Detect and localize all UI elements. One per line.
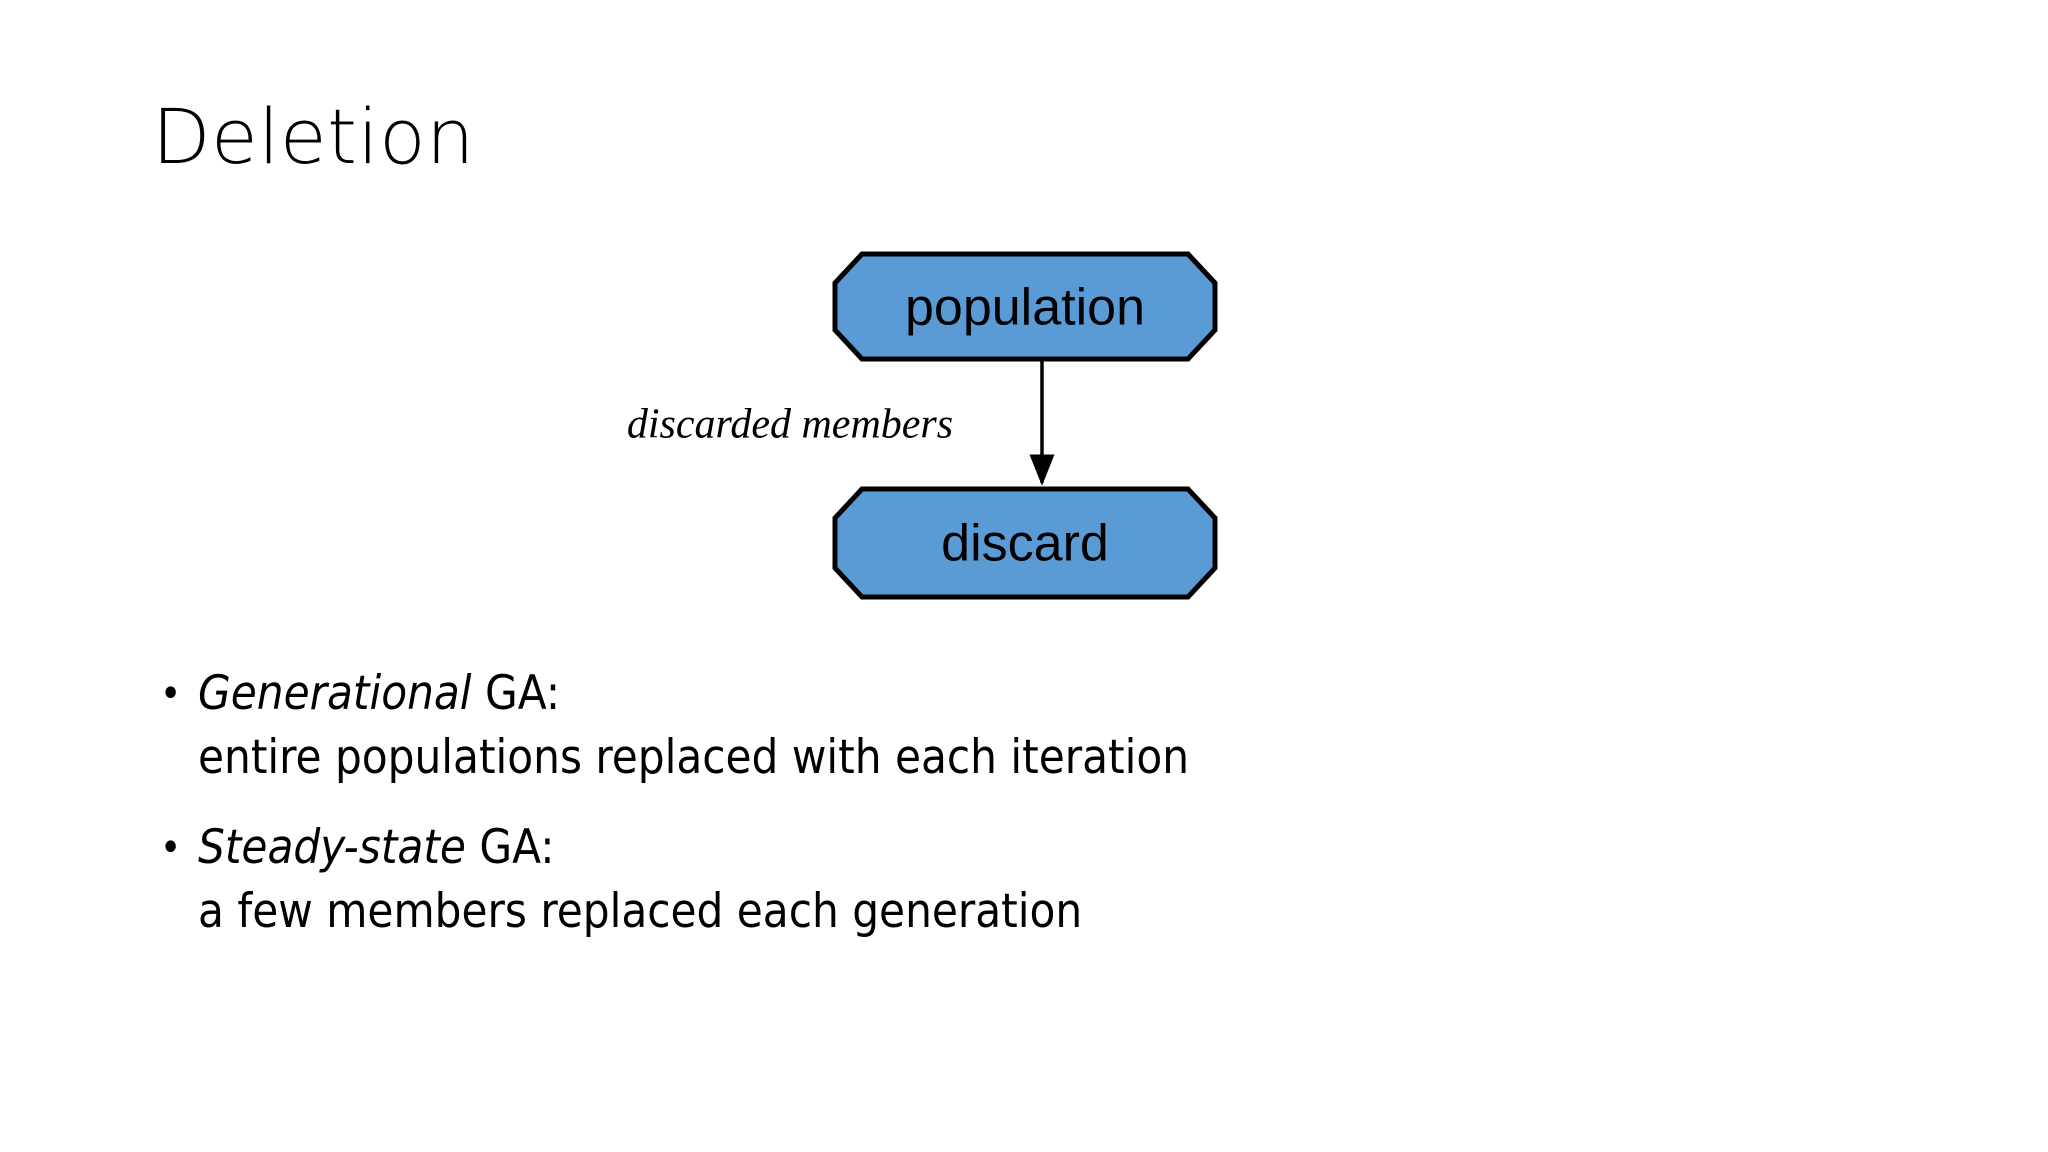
bullet-emphasis: Steady-state <box>198 820 466 875</box>
bullet-item-steady-state: • Steady-state GA: a few members replace… <box>150 816 1650 944</box>
bullet-head: Steady-state GA: <box>198 816 1650 880</box>
bullet-head-rest: GA: <box>471 666 561 721</box>
bullet-head: Generational GA: <box>198 662 1650 726</box>
bullet-marker: • <box>160 671 182 717</box>
bullet-subtext: a few members replaced each generation <box>198 884 1083 939</box>
node-population-label: population <box>905 279 1145 337</box>
page-title: Deletion <box>152 92 475 181</box>
node-discard-shape <box>832 486 1218 600</box>
bullet-emphasis: Generational <box>198 666 472 721</box>
bullet-head-rest: GA: <box>465 820 555 875</box>
node-population[interactable]: population <box>832 251 1218 362</box>
bullet-list: • Generational GA: entire populations re… <box>150 662 1650 970</box>
node-population-shape <box>832 251 1218 362</box>
edge-label-discarded-members: discarded members <box>627 402 953 448</box>
bullet-marker: • <box>160 825 182 871</box>
bullet-subtext: entire populations replaced with each it… <box>198 730 1189 785</box>
node-discard[interactable]: discard <box>832 486 1218 600</box>
edge-population-to-discard: discarded members <box>627 359 1055 486</box>
bullet-item-generational: • Generational GA: entire populations re… <box>150 662 1650 790</box>
node-discard-label: discard <box>941 515 1109 573</box>
